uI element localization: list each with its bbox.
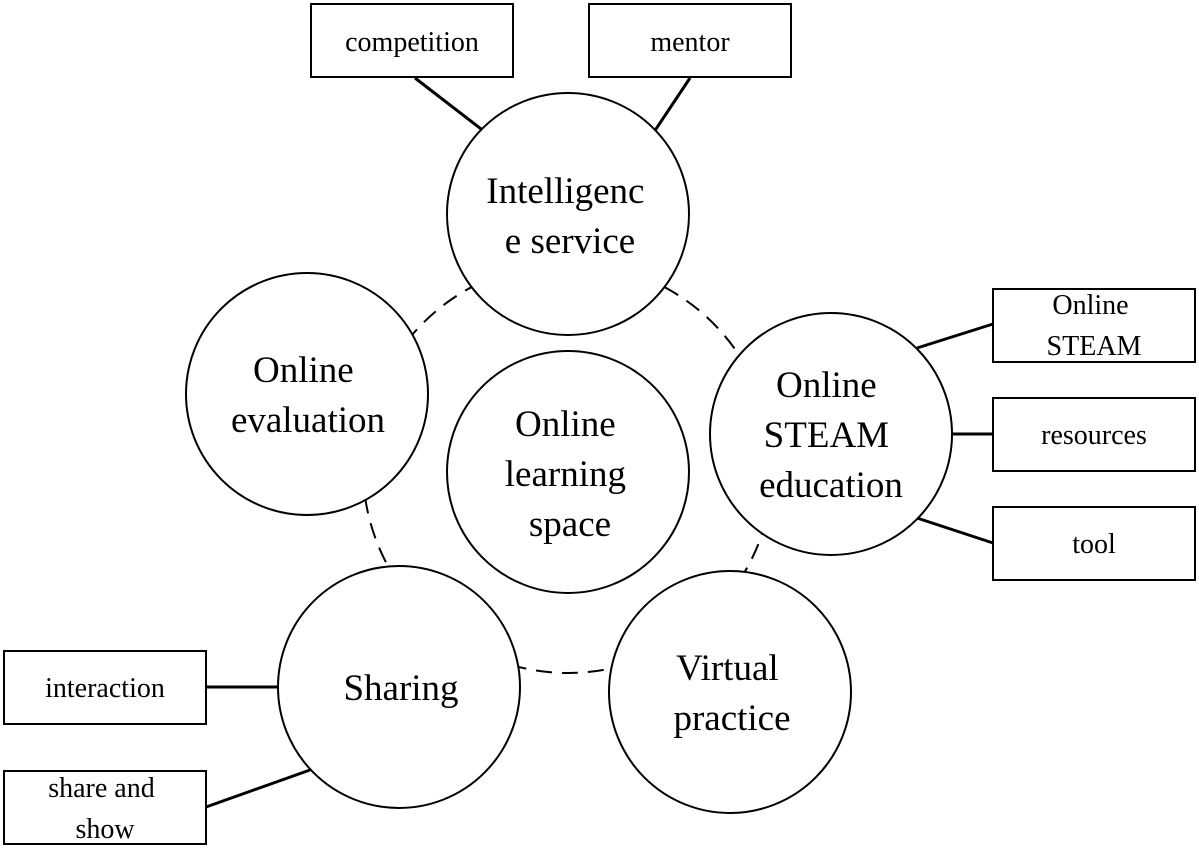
link-tool: [916, 516, 994, 545]
interaction-label: interaction: [45, 673, 165, 704]
share-show-label-line: share and: [48, 773, 155, 804]
share-show-label-line: show: [75, 814, 135, 845]
box-mentor: [588, 3, 792, 78]
box-online-steam: [992, 288, 1196, 363]
online-steam-label: Online STEAM: [1047, 290, 1142, 362]
box-competition: [310, 3, 514, 78]
tool-label-line: tool: [1072, 529, 1116, 560]
evaluation-label-line: evaluation: [231, 400, 385, 441]
resources-label: resources: [1041, 420, 1147, 451]
steam-label-line: STEAM: [764, 415, 889, 456]
node-center: [446, 350, 690, 594]
node-intelligence: [446, 92, 690, 336]
evaluation-label-line: Online: [253, 350, 354, 391]
mentor-label: mentor: [650, 27, 730, 58]
steam-label-line: education: [759, 465, 903, 506]
steam-label: Online STEAM education: [759, 365, 903, 506]
mentor-label-line: mentor: [650, 27, 730, 58]
box-interaction: [3, 650, 207, 725]
resources-label-line: resources: [1041, 420, 1147, 451]
tool-label: tool: [1072, 529, 1116, 560]
link-share-show: [205, 768, 311, 809]
node-virtual: [608, 570, 852, 814]
center-label: Online learning space: [505, 404, 635, 545]
center-label-line: space: [529, 504, 611, 545]
steam-label-line: Online: [776, 365, 877, 406]
intelligence-label-line: Intelligenc: [486, 171, 644, 212]
sharing-label-line: Sharing: [343, 668, 458, 709]
competition-label-line: competition: [345, 27, 479, 58]
competition-label: competition: [345, 27, 479, 58]
center-label-line: Online: [515, 404, 616, 445]
virtual-label: Virtual practice: [673, 648, 790, 739]
sharing-label: Sharing: [343, 668, 458, 709]
center-label-line: learning: [505, 454, 626, 495]
node-evaluation: [185, 272, 429, 516]
node-steam: [709, 312, 953, 556]
online-steam-label-line: Online: [1052, 290, 1128, 321]
virtual-label-line: Virtual: [676, 648, 779, 689]
intelligence-label-line: e service: [505, 221, 635, 262]
share-show-label: share and show: [48, 773, 162, 845]
link-mentor: [652, 77, 692, 133]
virtual-label-line: practice: [673, 698, 790, 739]
interaction-label-line: interaction: [45, 673, 165, 704]
link-online-steam: [916, 322, 994, 350]
online-steam-label-line: STEAM: [1047, 331, 1142, 362]
intelligence-label: Intelligenc e service: [486, 171, 653, 262]
link-competition: [414, 76, 486, 134]
evaluation-label: Online evaluation: [231, 350, 385, 441]
box-share-show: [3, 770, 207, 845]
box-resources: [992, 397, 1196, 472]
box-tool: [992, 506, 1196, 581]
node-sharing: [277, 565, 521, 809]
